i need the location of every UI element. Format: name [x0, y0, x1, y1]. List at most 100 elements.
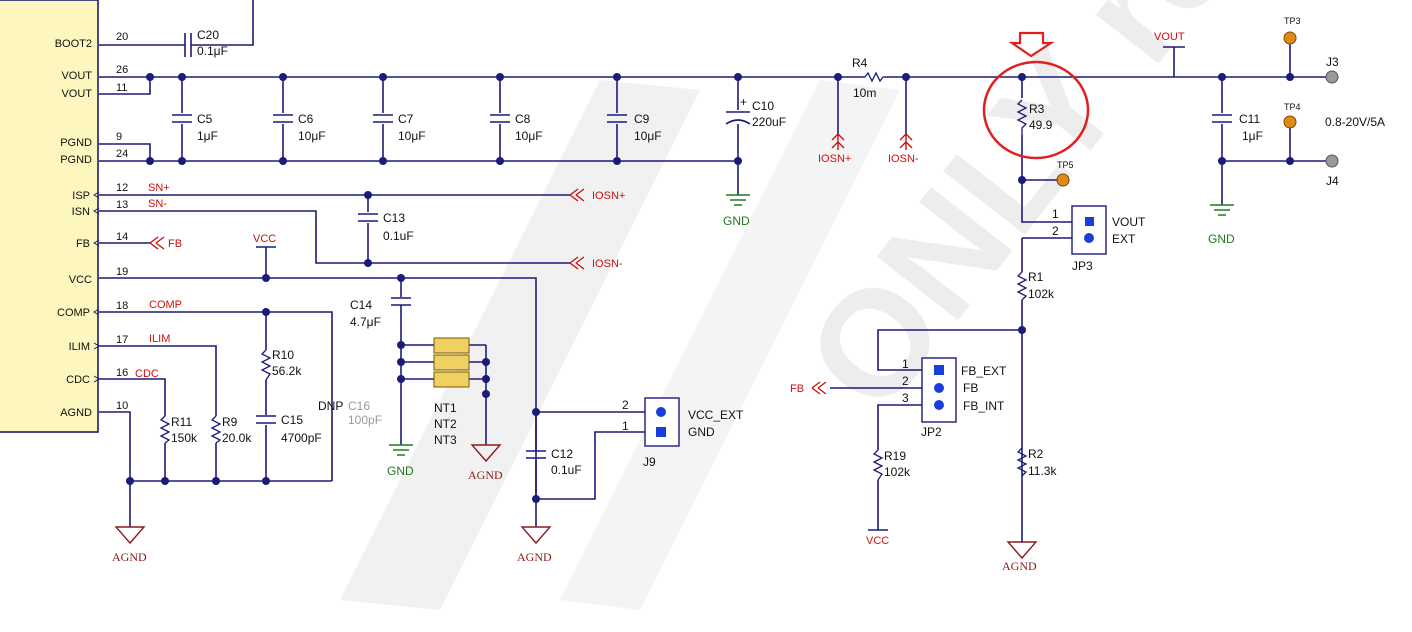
net-ilim: ILIM — [149, 333, 170, 345]
r9-val: 20.0k — [222, 431, 252, 445]
r19-val: 102k — [884, 465, 911, 479]
output-rating: 0.8-20V/5A — [1325, 115, 1385, 129]
net-vout: VOUT — [1154, 31, 1185, 43]
net-labels: SN+ SN- COMP ILIM CDC VCC VOUT VCC FB FB… — [112, 31, 1235, 573]
r10-val: 56.2k — [272, 364, 302, 378]
pin-name-vout-b: VOUT — [61, 88, 92, 100]
r19-ref: R19 — [884, 449, 906, 463]
net-agnd-4: AGND — [1002, 559, 1037, 573]
tp4-label: TP4 — [1284, 102, 1301, 112]
c10-val: 220uF — [752, 115, 786, 129]
connector-j9[interactable] — [644, 397, 680, 447]
pin-name-pgnd-a: PGND — [60, 137, 92, 149]
pin-name-vout-a: VOUT — [61, 70, 92, 82]
pin-num-17: 17 — [116, 334, 128, 346]
r9-ref: R9 — [222, 415, 238, 429]
jp2-ref: JP2 — [921, 425, 942, 439]
j3-ref: J3 — [1326, 55, 1339, 69]
c14-ref: C14 — [350, 298, 372, 312]
pin-name-ilim: ILIM — [69, 341, 90, 353]
connector-jp3[interactable] — [1071, 205, 1107, 255]
r1-val: 102k — [1028, 287, 1055, 301]
jp2-pin3: 3 — [902, 391, 909, 405]
c8-ref: C8 — [515, 112, 531, 126]
net-iosn-plus-right: IOSN+ — [592, 190, 625, 202]
net-ties — [433, 337, 470, 388]
net-agnd-1: AGND — [112, 550, 147, 564]
pin-name-isn: ISN — [72, 206, 90, 218]
jp3-label1: VOUT — [1112, 215, 1146, 229]
capacitor-symbols — [172, 33, 1232, 459]
ic-pin-numbers: 20 26 11 9 24 12 13 14 19 18 17 16 10 — [116, 31, 128, 412]
r4-ref: R4 — [852, 56, 868, 70]
jp3-pin2: 2 — [1052, 224, 1059, 238]
wires — [99, 0, 1332, 542]
tp5-label: TP5 — [1057, 160, 1074, 170]
jp3-label2: EXT — [1112, 232, 1136, 246]
r3-val: 49.9 — [1029, 118, 1053, 132]
pin-name-boot2: BOOT2 — [55, 38, 92, 50]
j9-pin2: 2 — [622, 398, 629, 412]
pin-name-fb: FB — [76, 238, 90, 250]
pin-name-agnd: AGND — [60, 407, 92, 419]
r4-val: 10m — [853, 86, 876, 100]
c5-val: 1μF — [197, 129, 218, 143]
junction-dots — [126, 73, 1294, 503]
c16-dnp: DNP — [318, 399, 343, 413]
net-iosn-plus-bottom: IOSN+ — [818, 153, 851, 165]
c13-val: 0.1uF — [383, 229, 414, 243]
tp3-label: TP3 — [1284, 16, 1301, 26]
c16-ref: C16 — [348, 399, 370, 413]
c12-ref: C12 — [551, 447, 573, 461]
net-flag-arrows — [149, 133, 913, 395]
net-vcc-bottom: VCC — [866, 535, 889, 547]
c7-val: 10μF — [398, 129, 426, 143]
jp3-ref: JP3 — [1072, 259, 1093, 273]
net-sn-plus: SN+ — [148, 182, 170, 194]
net-fb-jp2: FB — [790, 383, 804, 395]
nt1-ref: NT1 — [434, 401, 457, 415]
j9-ref: J9 — [643, 455, 656, 469]
pin-name-isp: ISP — [72, 190, 90, 202]
net-iosn-minus-bottom: IOSN- — [888, 153, 919, 165]
connector-jp2[interactable] — [921, 357, 957, 423]
pin-name-vcc: VCC — [69, 274, 92, 286]
net-gnd-c10: GND — [723, 214, 750, 228]
jp2-pin1: 1 — [902, 357, 909, 371]
pin-num-11: 11 — [116, 82, 127, 94]
c6-val: 10μF — [298, 129, 326, 143]
c10-ref: C10 — [752, 99, 774, 113]
j4-ref: J4 — [1326, 174, 1339, 188]
c15-ref: C15 — [281, 413, 303, 427]
c12-val: 0.1uF — [551, 463, 582, 477]
jp2-label2: FB — [963, 381, 978, 395]
pin-num-26: 26 — [116, 64, 128, 76]
c11-val: 1μF — [1242, 129, 1263, 143]
pin-num-19: 19 — [116, 266, 128, 278]
testpoints — [1056, 31, 1339, 187]
highlight-annotation — [982, 31, 1090, 160]
pin-num-16: 16 — [116, 367, 128, 379]
r1-ref: R1 — [1028, 270, 1044, 284]
pin-num-12: 12 — [116, 182, 128, 194]
pin-num-24: 24 — [116, 148, 128, 160]
c8-val: 10μF — [515, 129, 543, 143]
net-comp: COMP — [149, 299, 182, 311]
c10-plus: + — [740, 95, 747, 109]
pin-name-cdc: CDC — [66, 374, 90, 386]
r10-ref: R10 — [272, 348, 294, 362]
gnd-symbols — [389, 194, 1234, 456]
pin-name-comp: COMP — [57, 307, 90, 319]
net-vcc-top: VCC — [253, 233, 276, 245]
pin-num-20: 20 — [116, 31, 128, 43]
pin-name-pgnd-b: PGND — [60, 154, 92, 166]
r3-ref: R3 — [1029, 102, 1045, 116]
connector-labels: 1 2 VOUT EXT JP3 2 1 VCC_EXT GND J9 1 2 … — [622, 55, 1385, 469]
c15-val: 4700pF — [281, 431, 322, 445]
jp2-label1: FB_EXT — [961, 364, 1007, 378]
c9-ref: C9 — [634, 112, 650, 126]
vout-flag-symbol — [1163, 46, 1185, 60]
c9-val: 10μF — [634, 129, 662, 143]
pin-num-9: 9 — [116, 131, 122, 143]
r11-ref: R11 — [171, 415, 192, 429]
